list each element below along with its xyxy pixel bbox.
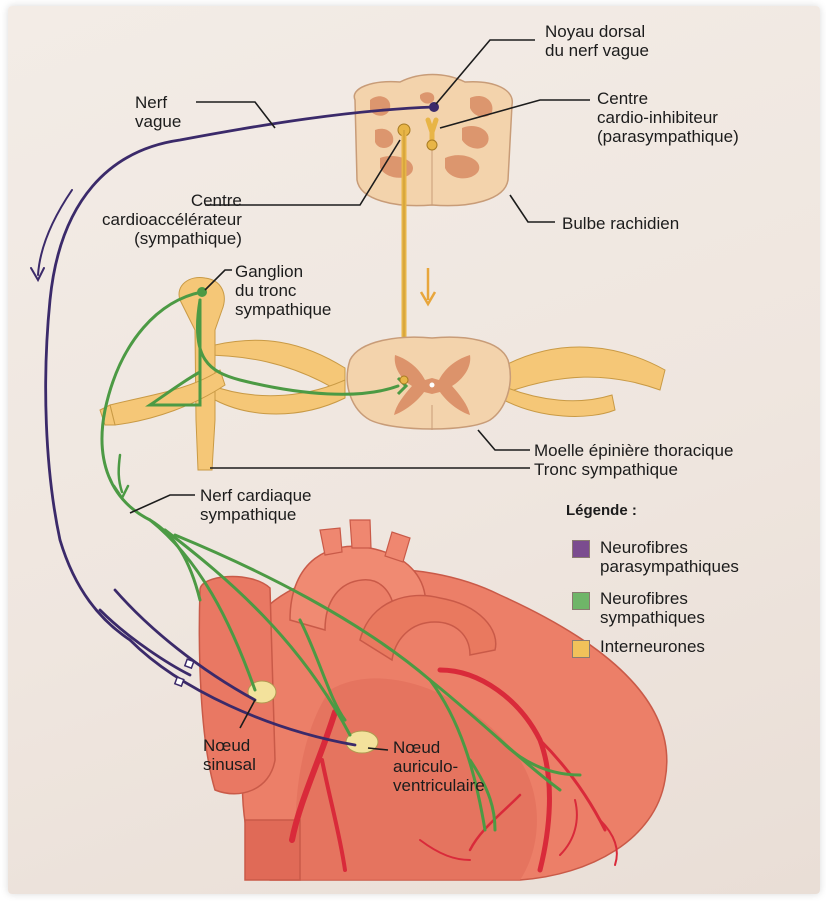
vagus-ganglion-1	[185, 659, 194, 668]
leader-bulbe	[510, 195, 555, 222]
label-bulbe-rachidien: Bulbe rachidien	[562, 214, 679, 233]
spinal-nerve-right-lower	[500, 385, 615, 416]
label-nerf-cardiaque: Nerf cardiaque sympathique	[200, 486, 312, 524]
interneuron-terminal	[400, 376, 408, 384]
cardio-inhibitor-center-soma	[427, 140, 437, 150]
postganglionic-trunk	[102, 292, 202, 600]
spinal-nerve-right	[500, 347, 665, 395]
vagus-ganglion-2	[175, 677, 184, 686]
label-noeud-av: Nœud auriculo- ventriculaire	[393, 738, 485, 795]
medulla-oblongata	[354, 75, 512, 206]
legend-label-interneurons: Interneurones	[600, 637, 705, 656]
medulla-blob-1	[370, 96, 390, 115]
label-nerf-vague: Nerf vague	[135, 93, 181, 131]
label-moelle: Moelle épinière thoracique	[534, 441, 733, 460]
spinal-nerve-left-lower	[210, 380, 345, 414]
down-arrow-interneuron	[421, 268, 435, 304]
label-centre-cardioaccelerateur: Centre cardioaccélérateur (sympathique)	[102, 191, 242, 248]
leader-moelle	[478, 430, 530, 450]
sympathetic-trunk	[100, 277, 225, 470]
legend-swatch-interneurons	[572, 640, 590, 658]
thoracic-spinal-cord	[200, 337, 665, 430]
label-ganglion: Ganglion du tronc sympathique	[235, 262, 331, 319]
central-canal	[430, 383, 435, 388]
legend-swatch-sympathetic	[572, 592, 590, 610]
label-noyau-dorsal: Noyau dorsal du nerf vague	[545, 22, 649, 60]
legend-label-parasympathetic: Neurofibres parasympathiques	[600, 538, 739, 576]
legend-label-sympathetic: Neurofibres sympathiques	[600, 589, 705, 627]
aortic-branch-1	[320, 528, 342, 555]
leader-nerf-cardiaque	[130, 495, 195, 513]
legend-swatch-parasympathetic	[572, 540, 590, 558]
aortic-branch-2	[350, 520, 371, 548]
heart	[199, 520, 666, 880]
label-tronc-sympathique: Tronc sympathique	[534, 460, 678, 479]
down-arrow-parasympathetic	[31, 190, 72, 280]
aortic-branch-3	[385, 532, 410, 562]
legend-title: Légende :	[566, 502, 637, 519]
label-centre-cardio-inhibiteur: Centre cardio-inhibiteur (parasympathiqu…	[597, 89, 739, 146]
label-noeud-sinusal: Nœud sinusal	[203, 736, 256, 774]
